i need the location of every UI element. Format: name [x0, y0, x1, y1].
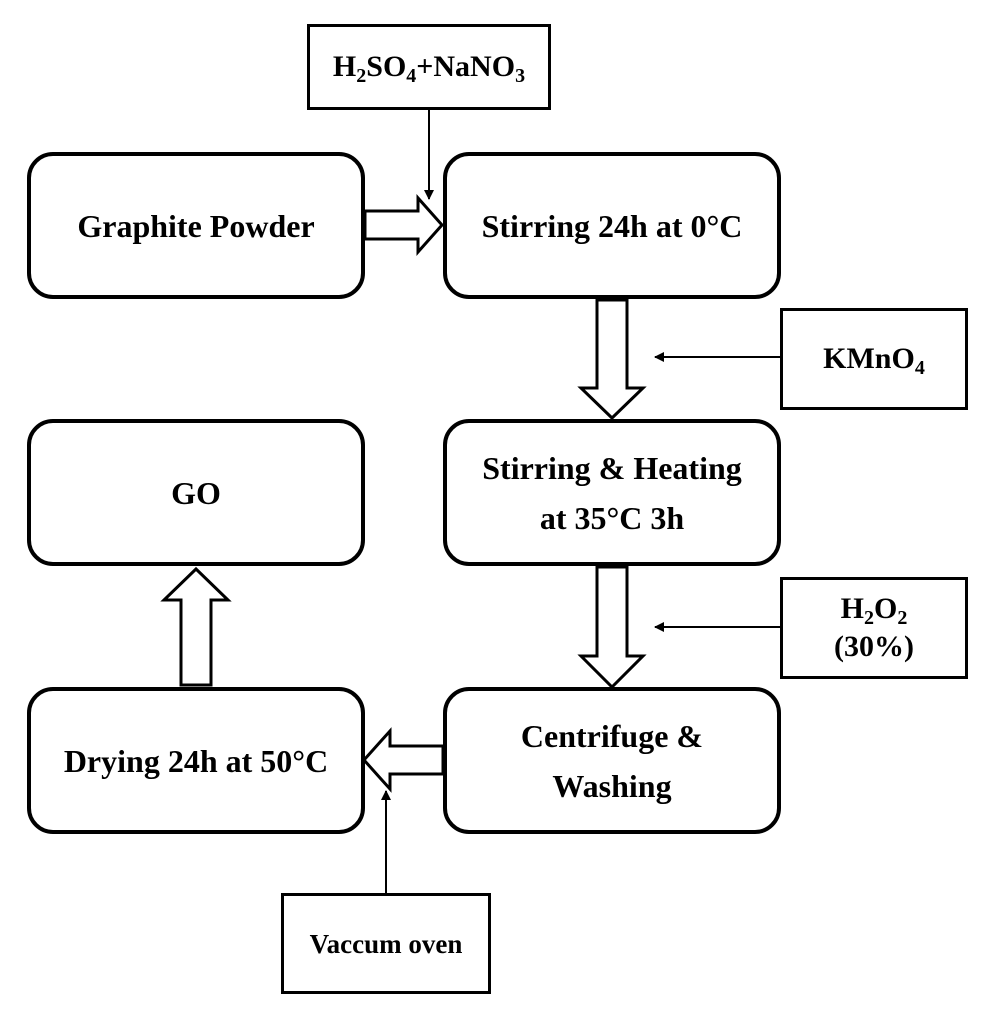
step-heating: Stirring & Heating at 35°C 3h	[443, 419, 781, 566]
reagent-acid: H2SO4+NaNO3	[307, 24, 551, 110]
step-heating-line2: at 35°C 3h	[539, 499, 685, 536]
arrow-centrifuge-to-drying	[361, 727, 445, 793]
reagent-h2o2-label: H2O2 (30%)	[834, 592, 914, 663]
step-stirring: Stirring 24h at 0°C	[443, 152, 781, 299]
step-drying-label: Drying 24h at 50°C	[63, 742, 329, 779]
step-stirring-label: Stirring 24h at 0°C	[481, 207, 743, 244]
step-centrifuge-line2: Washing	[552, 767, 672, 804]
arrow-heating-to-centrifuge	[577, 565, 647, 690]
reagent-kmno4: KMnO4	[780, 308, 968, 410]
step-centrifuge-line1: Centrifuge &	[520, 717, 704, 754]
reagent-oven-label: Vaccum oven	[309, 928, 463, 959]
arrow-drying-to-go	[160, 566, 232, 687]
step-drying: Drying 24h at 50°C	[27, 687, 365, 834]
reagent-acid-label: H2SO4+NaNO3	[332, 50, 526, 87]
reagent-kmno4-label: KMnO4	[823, 342, 925, 379]
step-centrifuge: Centrifuge & Washing	[443, 687, 781, 834]
arrow-stirring-to-heating	[577, 298, 647, 421]
arrow-graphite-to-stirring	[363, 194, 445, 256]
step-graphite-label: Graphite Powder	[77, 207, 315, 244]
step-go: GO	[27, 419, 365, 566]
step-go-label: GO	[171, 474, 221, 511]
step-graphite-powder: Graphite Powder	[27, 152, 365, 299]
step-heating-line1: Stirring & Heating	[482, 449, 742, 486]
reagent-h2o2: H2O2 (30%)	[780, 577, 968, 679]
reagent-vacuum-oven: Vaccum oven	[281, 893, 491, 994]
